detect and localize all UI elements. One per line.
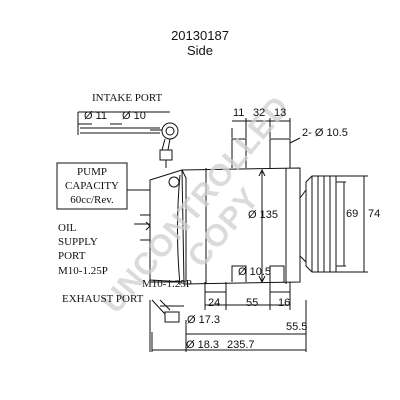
pump-capacity-line1: PUMP xyxy=(77,166,107,178)
pump-capacity-box xyxy=(56,162,150,210)
view-label: Side xyxy=(186,43,214,58)
dim-top-13: 13 xyxy=(274,107,287,119)
intake-dia-10: Ø 10 xyxy=(122,110,146,122)
pulley xyxy=(299,175,368,273)
pump-housing xyxy=(134,169,187,283)
dim-body-dia: Ø 135 xyxy=(248,209,278,221)
main-body xyxy=(177,167,301,286)
m10-thread-label: M10-1.25P xyxy=(142,278,192,290)
dim-bottom-16: 16 xyxy=(278,297,291,309)
bottom-mounting-ears xyxy=(204,265,291,310)
intake-dia-11: Ø 11 xyxy=(84,110,108,122)
pump-capacity-line3: 60cc/Rev. xyxy=(70,194,114,206)
dim-overall-55-5: 55.5 xyxy=(286,321,308,333)
oil-supply-line1: OIL xyxy=(58,222,77,234)
exhaust-port-label: EXHAUST PORT xyxy=(62,293,144,305)
intake-port-fitting xyxy=(77,111,179,168)
exhaust-dia-17: Ø 17.3 xyxy=(187,314,221,326)
dim-top-32: 32 xyxy=(253,107,266,119)
dim-bottom-hole: Ø 10.5 xyxy=(238,266,272,278)
pump-capacity-line2: CAPACITY xyxy=(65,180,119,192)
dim-pulley-74: 74 xyxy=(368,208,381,220)
dim-bottom-55: 55 xyxy=(246,297,259,309)
exhaust-dia-18: Ø 18.3 xyxy=(186,339,220,351)
overall-dimension-lines xyxy=(149,281,307,352)
exhaust-port xyxy=(151,299,184,323)
dim-overall-235-7: 235.7 xyxy=(227,339,255,351)
top-mounting-ears xyxy=(231,118,301,168)
part-number: 20130187 xyxy=(171,28,229,43)
dim-holes: 2- Ø 10.5 xyxy=(302,127,348,139)
dim-top-11: 11 xyxy=(233,107,245,119)
dim-bottom-24: 24 xyxy=(208,297,221,309)
intake-port-label: INTAKE PORT xyxy=(92,92,163,104)
oil-supply-thread: M10-1.25P xyxy=(58,265,108,277)
oil-supply-line2: SUPPLY xyxy=(58,236,98,248)
oil-supply-line3: PORT xyxy=(58,250,86,262)
dim-pulley-69: 69 xyxy=(346,208,359,220)
